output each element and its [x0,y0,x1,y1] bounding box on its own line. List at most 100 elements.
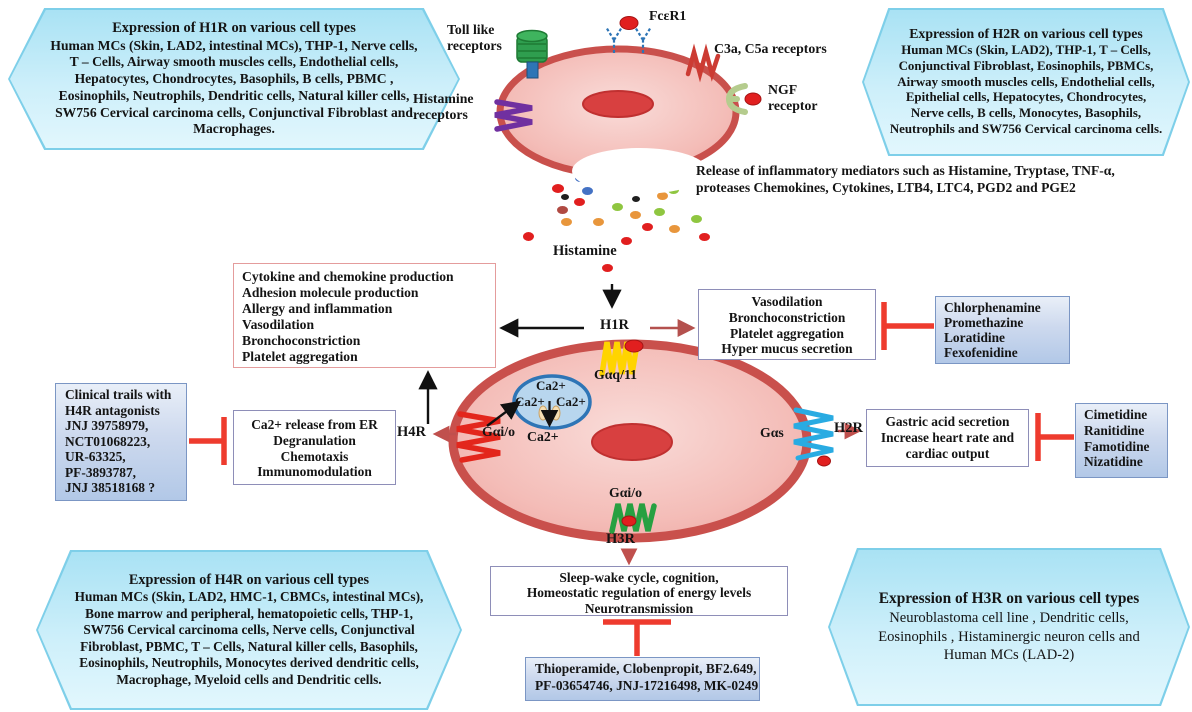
granule-dot [560,218,572,226]
hexagon-h3r-title: Expression of H3R on various cell types [878,589,1140,607]
hexagon-fill [38,552,460,708]
gai-o-bottom-label: Gαi/o [609,485,642,500]
histamine-receptor-icon [494,99,533,132]
fcer1-ligand-dot [619,16,639,30]
box-line: Allergy and inflammation [242,301,393,317]
gaq11-label: Gαq/11 [594,367,637,382]
granule-dot [668,225,680,233]
granule-dot [620,237,632,245]
granule-dot [656,192,668,200]
ca2-cytosol-label: Ca2+ [527,429,559,444]
h1r-receptor-icon [599,339,644,377]
tbar-clinical-to-ca-release [189,417,227,465]
degranulation-opening [572,148,708,194]
arrow-gai-to-er [486,400,522,427]
toll-like-receptor-icon [516,29,548,79]
box-line: Bronchoconstriction [728,309,846,325]
mast-cell-top [496,45,740,194]
toll-like-receptors-label: Toll like receptors [447,22,502,53]
granule-dot [632,196,640,202]
box-line: Homeostatic regulation of energy levels [526,585,752,601]
box-line: Bronchoconstriction [242,333,361,349]
granule-dot [641,223,653,231]
ngf-receptor-icon [725,83,762,115]
box-line: Cimetidine [1084,407,1148,422]
granule-dot [556,206,568,214]
hexagon-h2r-title: Expression of H2R on various cell types [909,26,1143,42]
endoplasmic-reticulum [512,374,592,430]
box-line: Neurotransmission [584,600,694,616]
nucleus [591,423,673,461]
fcer1-receptor-icon [605,26,652,53]
granule-dot [698,233,710,241]
h3r-drugs-box: Thioperamide, Clobenpropit, BF2.649,PF-0… [525,657,760,701]
box-line: Loratidine [944,330,1006,346]
box-line: JNJ 39758979, [65,418,149,434]
granule-dot [552,183,564,193]
granule-dot [601,264,613,272]
box-line: Ranitidine [1084,422,1145,438]
box-line: Sleep-wake cycle, cognition, [559,570,719,585]
inhibition-tbars [189,302,1074,656]
box-line: Chemotaxis [280,448,349,464]
box-line: Immunomodulation [257,464,372,480]
box-line: Increase heart rate and [880,429,1015,445]
h4r-label: H4R [397,424,426,440]
box-line: Platelet aggregation [730,325,844,341]
hexagon-h3r-body: Neuroblastoma cell line , Dendritic cell… [878,609,1140,664]
box-line: NCT01068223, [65,433,151,449]
box-line: cardiac output [905,445,990,461]
box-line: Clinical trails with [65,387,172,402]
hexagon-h2r-body: Human MCs (Skin, LAD2), THP-1, T – Cells… [889,43,1163,136]
h2r-receptor-icon [793,407,834,467]
histamine-receptors-label: Histamine receptors [413,91,474,122]
hexagon-h4r-body: Human MCs (Skin, LAD2, HMC-1, CBMCs, int… [74,589,424,687]
box-line: UR-63325, [65,449,126,465]
box-line: Vasodilation [751,294,823,309]
tbar-h1r-drugs-to-vasodilation [881,302,934,350]
tbar-h3r-drugs-to-sleep [603,619,671,656]
hexagon-h4r-expression: Expression of H4R on various cell types … [36,550,462,710]
ngf-receptor-label: NGF receptor [768,82,818,113]
gai-o-left-label: Gαi/o [482,424,515,439]
box-line: Platelet aggregation [242,349,358,365]
box-line: Hyper mucus secretion [721,341,853,357]
h2r-label: H2R [834,420,863,436]
box-line: Degranulation [273,432,356,448]
tbar-h2r-drugs-to-gastric [1035,413,1074,461]
ca2-er-left-label: Ca2+ [515,394,545,409]
granule-dot [629,211,641,219]
granule-dot [581,187,593,195]
box-line: JNJ 38518168 ? [65,480,156,496]
histamine-label: Histamine [553,243,617,259]
fcer1-label: FcεR1 [649,8,687,23]
hexagon-h1r-expression: Expression of H1R on various cell types … [8,8,460,150]
box-line: Chlorphenamine [944,300,1041,315]
box-line: Nizatidine [1084,454,1143,470]
gas-label: Gαs [760,425,784,440]
ca2-er-right-label: Ca2+ [556,394,586,409]
ca2-er-top-label: Ca2+ [536,378,566,393]
c3a-c5a-receptor-icon [685,43,721,83]
box-line: Vasodilation [242,317,315,333]
granule-dot [690,215,702,223]
h3r-receptor-icon [609,503,657,534]
granule-dot [561,194,569,200]
box-line: Promethazine [944,315,1024,331]
granule-dot [653,208,665,216]
sleep-box: Sleep-wake cycle, cognition,Homeostatic … [490,566,788,616]
nucleus [582,90,654,118]
hexagon-h4r-title: Expression of H4R on various cell types [128,571,370,588]
hexagon-h2r-expression: Expression of H2R on various cell types … [862,8,1190,156]
box-line: Ca2+ release from ER [251,417,378,432]
box-line: Famotidine [1084,438,1150,454]
c3a-c5a-receptors-label: C3a, C5a receptors [714,41,827,56]
granule-dot [592,218,604,226]
